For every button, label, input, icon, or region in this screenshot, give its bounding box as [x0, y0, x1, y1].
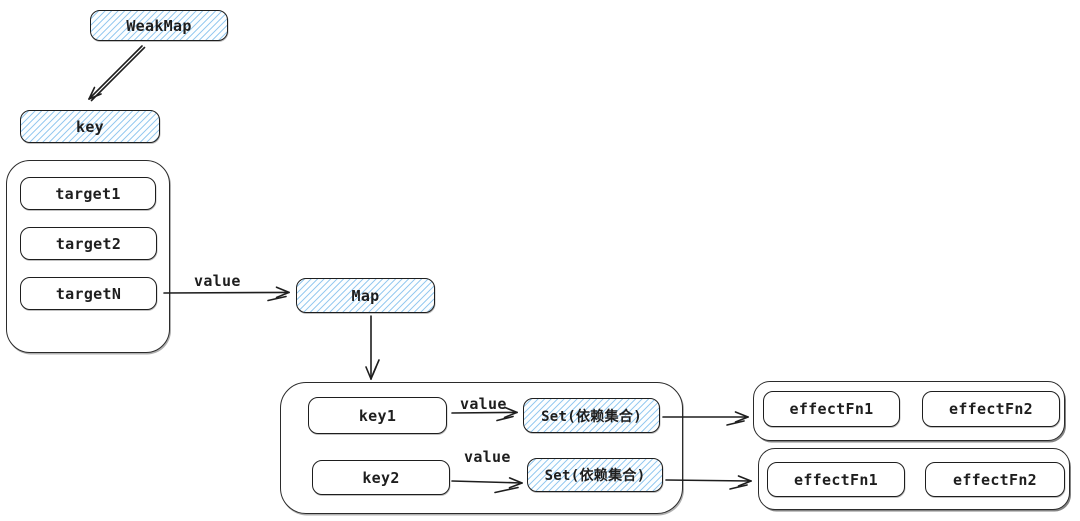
node-key2: key2 [312, 460, 450, 495]
node-effectfn2-a: effectFn2 [922, 391, 1060, 427]
edge-label-value-key1-set1: value [458, 395, 509, 413]
node-effectfn2-b: effectFn2 [925, 462, 1065, 497]
node-key: key [20, 110, 160, 143]
connector-weakmap-to-key [88, 45, 146, 102]
edge-label-value-target-map: value [192, 272, 243, 290]
node-set-deps-1: Set(依赖集合) [523, 398, 660, 433]
connector-map-to-keys [365, 315, 380, 380]
node-weakmap: WeakMap [90, 10, 228, 41]
node-target1: target1 [20, 177, 156, 210]
node-effectfn1-b: effectFn1 [767, 462, 905, 497]
node-set-deps-2: Set(依赖集合) [527, 458, 663, 492]
node-targetN: targetN [20, 277, 157, 310]
node-key1: key1 [308, 397, 447, 434]
node-map: Map [296, 278, 435, 313]
node-target2: target2 [20, 227, 157, 260]
edge-label-value-key2-set2: value [462, 448, 513, 466]
node-effectfn1-a: effectFn1 [763, 391, 900, 427]
